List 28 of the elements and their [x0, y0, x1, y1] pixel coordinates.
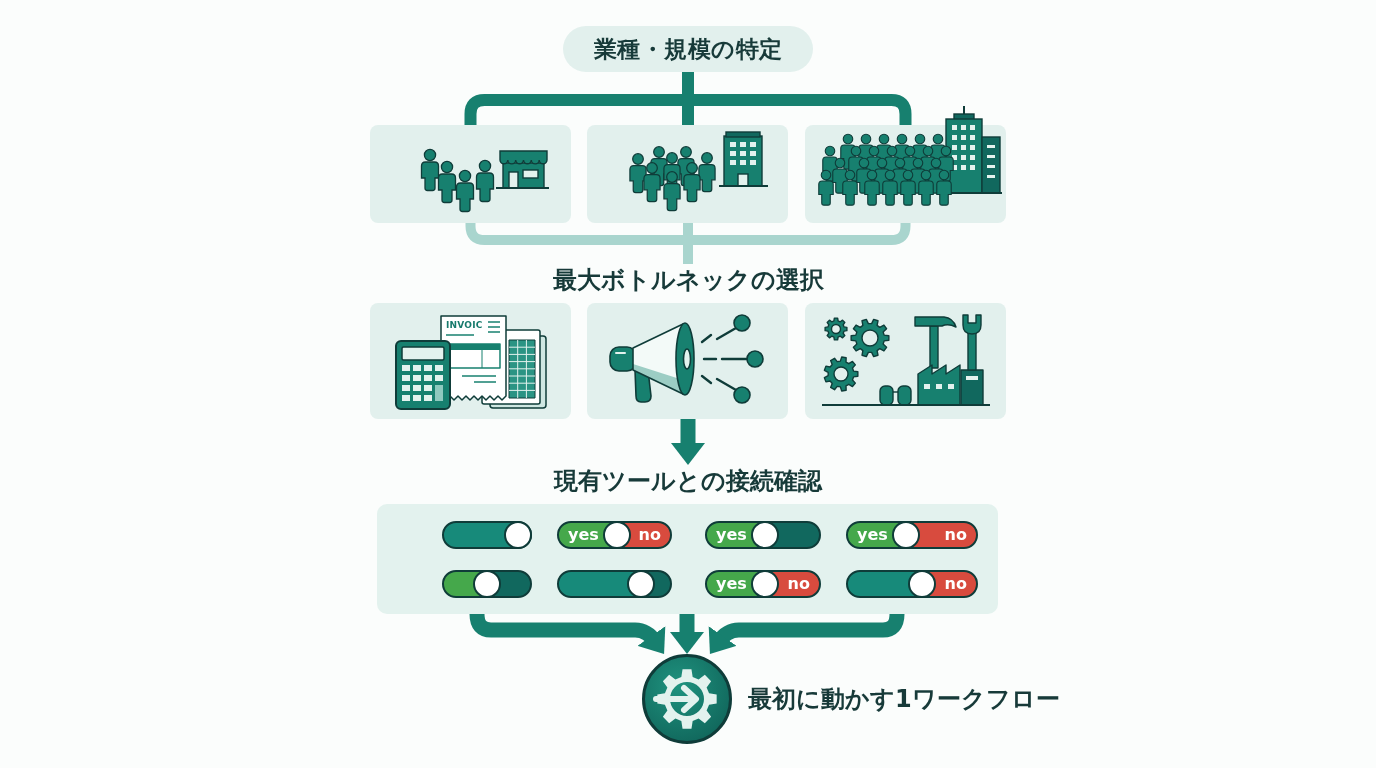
illustration-card	[805, 303, 1006, 419]
connector-line	[693, 221, 911, 245]
illustration-card	[587, 125, 788, 223]
connector-line	[683, 235, 693, 264]
illustration-card	[587, 303, 788, 419]
toggle-switch: no	[846, 570, 978, 598]
connector-line	[464, 94, 682, 125]
document-title: INVOIC	[446, 320, 483, 331]
connector-line	[694, 94, 912, 125]
connector-line	[465, 221, 683, 245]
toggle-switch: yes no	[705, 570, 821, 598]
connector-line	[682, 72, 694, 106]
toggle-panel	[377, 504, 998, 614]
toggle-switch: yes no	[557, 521, 672, 549]
step-caption: 最初に動かす1ワークフロー	[748, 684, 1060, 715]
arrow	[469, 613, 665, 654]
toggle-switch: yes no	[846, 521, 978, 549]
connector-line	[682, 106, 694, 125]
arrow	[709, 613, 905, 654]
step-heading: 最大ボトルネックの選択	[552, 264, 824, 296]
arrow	[671, 419, 705, 465]
step-heading: 現有ツールとの接続確認	[554, 465, 822, 497]
toggle-switch: yes	[705, 521, 821, 549]
step-title-pill: 業種・規模の特定	[563, 26, 813, 72]
connector-line	[683, 223, 693, 235]
illustration-card	[370, 303, 571, 419]
illustration-card	[370, 125, 571, 223]
arrow	[670, 614, 704, 654]
